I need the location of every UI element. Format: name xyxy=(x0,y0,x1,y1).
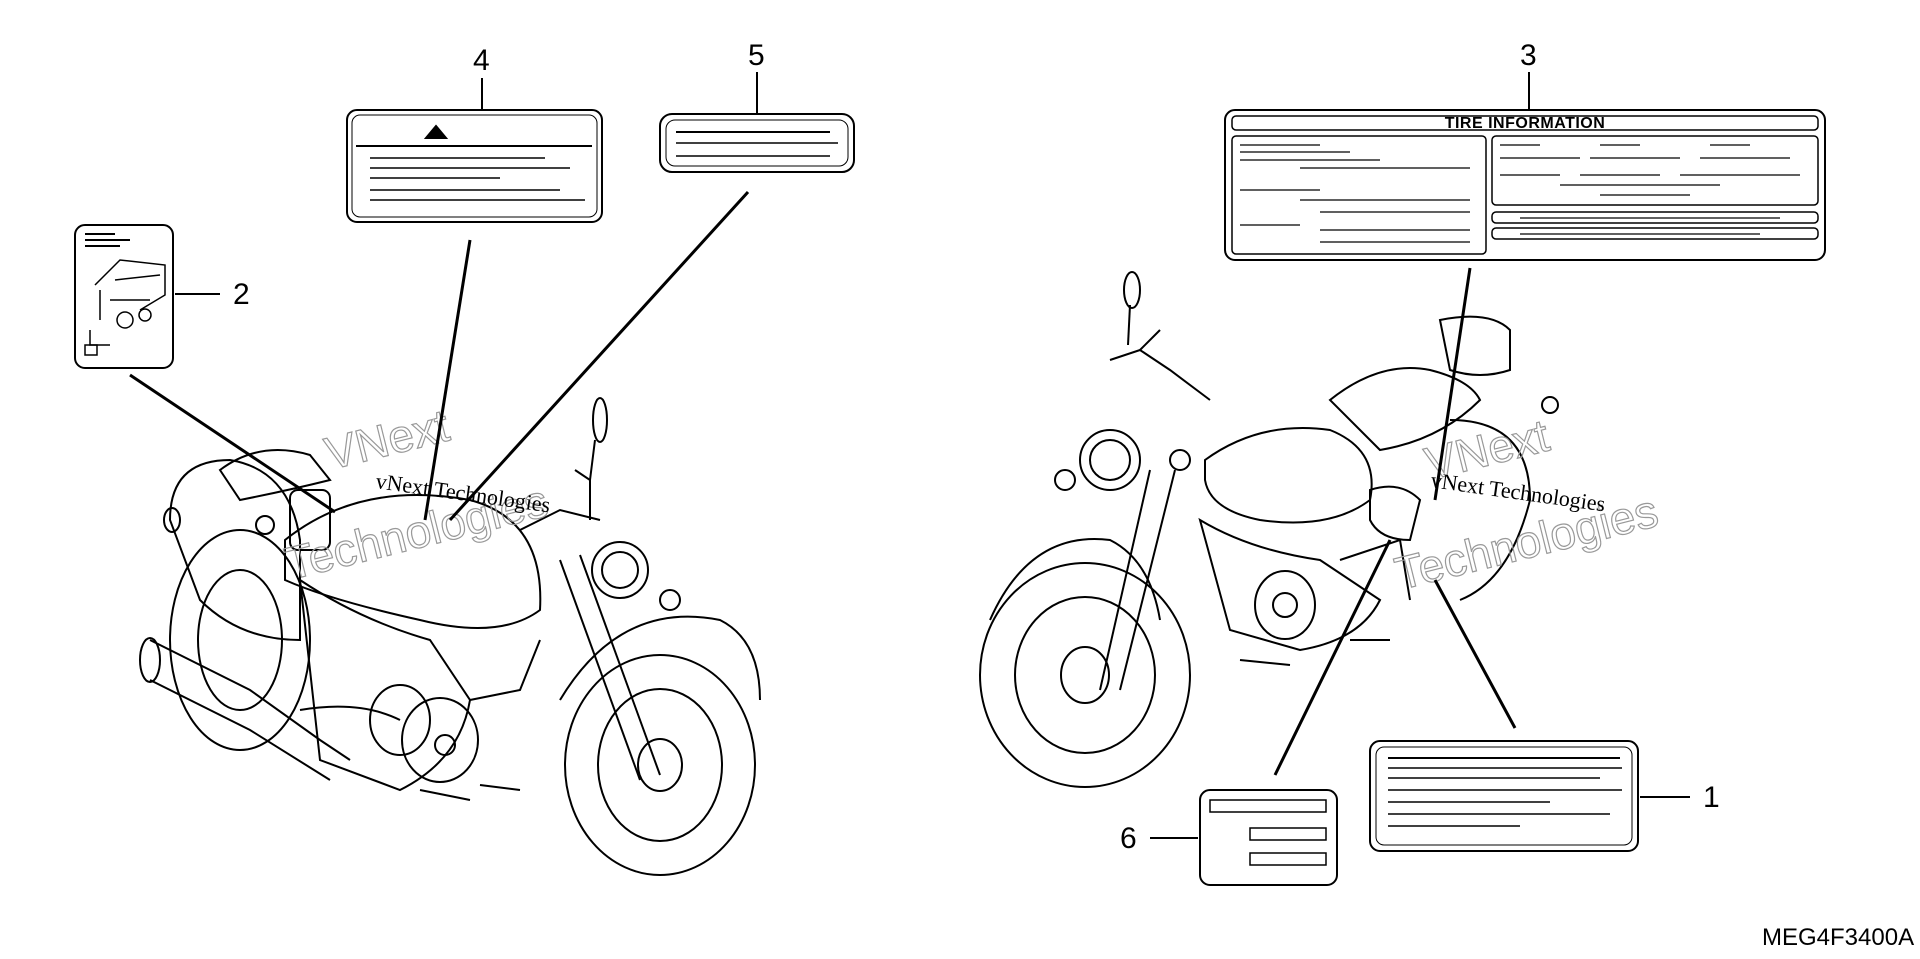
leader-3-to-bike xyxy=(1433,267,1472,501)
leader-1-to-bike xyxy=(1433,579,1517,729)
label-6-identification xyxy=(1199,789,1338,886)
label-1-frame xyxy=(1369,740,1639,852)
label-2-emission-diagram xyxy=(74,224,174,369)
tire-information-title: TIRE INFORMATION xyxy=(1445,115,1606,132)
leader-6-to-bike xyxy=(1273,539,1392,776)
label-5-caution xyxy=(659,113,855,173)
label-3-tire-information xyxy=(1224,109,1826,261)
callout-6: 6 xyxy=(1120,822,1137,855)
motorcycle-left-illustration xyxy=(139,397,761,876)
leader-4-to-bike xyxy=(423,239,472,521)
callout-1: 1 xyxy=(1703,781,1720,814)
diagram-code: MEG4F3400A xyxy=(1762,924,1914,951)
leader-5-to-bike xyxy=(448,190,750,522)
callout-3: 3 xyxy=(1520,39,1537,72)
label-4-warning xyxy=(346,109,603,223)
callout-5: 5 xyxy=(748,39,765,72)
watermark-left: VNext Technologies vNext Technologies xyxy=(279,398,553,590)
leader-2-to-tank xyxy=(129,373,336,514)
svg-text:vNext Technologies: vNext Technologies xyxy=(1429,467,1607,516)
motorcycle-right-illustration xyxy=(979,271,1559,788)
callout-4: 4 xyxy=(473,44,490,77)
watermark-right: VNext Technologies vNext Technologies xyxy=(1389,408,1663,600)
callout-2: 2 xyxy=(233,278,250,311)
